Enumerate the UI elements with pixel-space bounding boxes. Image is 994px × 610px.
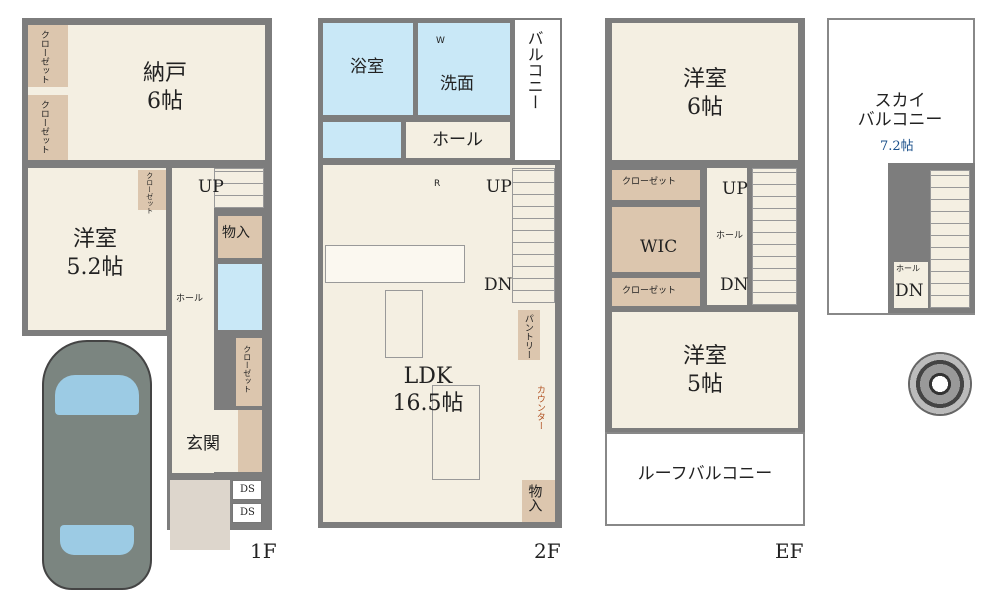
closet-label: クローゼット: [242, 345, 252, 393]
closet: [236, 338, 262, 406]
car-windshield: [55, 375, 139, 415]
stairs-ef: [752, 168, 797, 305]
closet-label: クローゼット: [622, 286, 677, 296]
hall-2f: [406, 122, 510, 158]
sky-balcony-size: 7.2帖: [880, 139, 914, 154]
fridge-label: R: [434, 179, 441, 189]
dining-table: [385, 290, 423, 358]
balcony: [515, 20, 560, 160]
hall-label: ホール: [176, 294, 204, 304]
dn-label: DN: [484, 275, 513, 295]
counter-label: カウンター: [534, 385, 545, 430]
roof-hall: [894, 262, 928, 308]
closet: [612, 278, 700, 306]
storage-label: 物入: [526, 484, 543, 512]
closet-label: クローゼット: [145, 172, 154, 214]
walk-in-closet: [612, 207, 700, 272]
pantry-label: パントリー: [522, 314, 533, 359]
hall-label: ホール: [432, 130, 483, 150]
roof-balcony: [605, 432, 805, 526]
closet-label: クローゼット: [622, 177, 677, 187]
toilet-2f: [323, 122, 401, 158]
washer-label: W: [436, 36, 445, 46]
closet: [28, 25, 68, 87]
dn-label: DN: [895, 281, 924, 301]
ds-label: DS: [240, 507, 255, 518]
closet-label: クローゼット: [38, 30, 49, 84]
stairs-2f: [512, 168, 555, 303]
up-label: UP: [198, 177, 224, 197]
washroom: [418, 23, 510, 115]
western-room-6: [612, 23, 798, 160]
storage-closet: [218, 216, 262, 258]
storage-closet-label: 物入: [222, 225, 250, 241]
closet: [28, 95, 68, 160]
room-size: 5.2帖: [66, 255, 124, 280]
western-room-5: [612, 312, 798, 428]
up-label: UP: [486, 177, 512, 197]
hall-ef: [707, 168, 747, 305]
hall-label: ホール: [716, 231, 744, 241]
closet: [138, 170, 166, 210]
sky-balcony-label: スカイ バルコニー: [857, 91, 943, 130]
floor-label-2f: 2F: [534, 539, 561, 563]
pantry: [518, 310, 540, 360]
up-label: UP: [722, 179, 748, 199]
ds-box-2: [232, 503, 262, 523]
hall-label: ホール: [896, 264, 920, 273]
room-label: 洋室: [72, 227, 117, 252]
storage-2f: [522, 480, 555, 522]
stairs-1f: [214, 168, 264, 208]
room-size: 5帖: [687, 372, 723, 397]
washroom-label: 洗面: [440, 74, 474, 94]
closet-label: クローゼット: [38, 100, 49, 154]
ds-label: DS: [240, 484, 255, 495]
shoe-storage: [238, 410, 262, 472]
bathroom-label: 浴室: [350, 57, 384, 77]
stairs-roof: [930, 170, 970, 308]
roof-balcony-label: ルーフバルコニー: [637, 464, 773, 484]
compass-icon: [908, 352, 972, 416]
balcony-label: バルコニー: [524, 30, 544, 110]
room-label: 洋室: [682, 67, 727, 92]
ldk-size: 16.5帖: [392, 391, 464, 416]
kitchen-counter: [325, 245, 465, 283]
room-label: 洋室: [682, 344, 727, 369]
room-size: 6帖: [687, 95, 723, 120]
wic-label: WIC: [640, 237, 678, 257]
ldk-label: LDK: [403, 364, 453, 389]
closet: [612, 170, 700, 200]
floor-label-1f: 1F: [250, 539, 277, 563]
storage-size: 6帖: [147, 89, 183, 114]
car-rear-window: [60, 525, 134, 555]
ds-box-1: [232, 480, 262, 500]
entrance-step: [170, 480, 230, 550]
bathroom: [323, 23, 413, 115]
toilet: [218, 264, 262, 330]
floor-label-ef: EF: [775, 539, 804, 563]
entrance-label: 玄関: [186, 434, 220, 454]
dn-label: DN: [720, 275, 749, 295]
storage-label: 納戸: [142, 61, 187, 86]
sofa: [432, 385, 480, 480]
